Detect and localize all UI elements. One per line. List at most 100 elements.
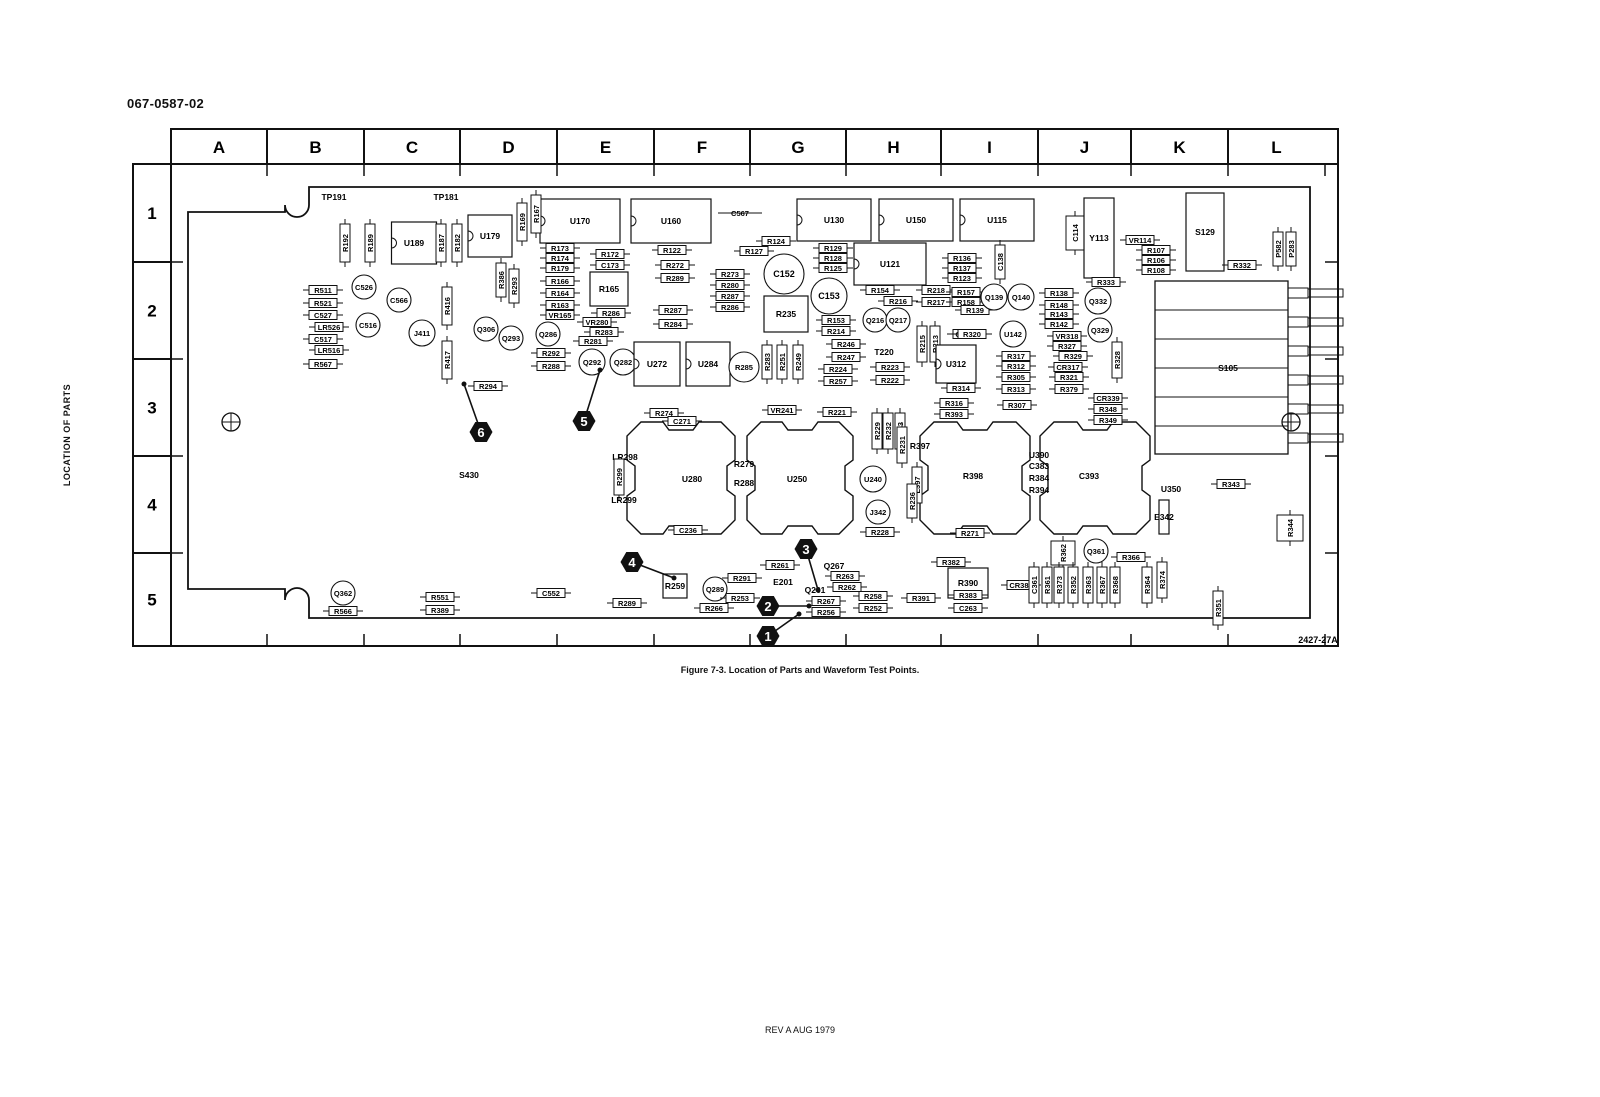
component-label: R153 — [827, 316, 845, 325]
mounting-hole-icon — [221, 412, 241, 432]
component-c552: C552 — [531, 588, 571, 598]
component-r252: R252 — [853, 603, 893, 613]
component-r163: R163 — [540, 300, 580, 310]
component-label: R551 — [431, 593, 449, 602]
component-r274: R274 — [644, 408, 684, 418]
component-label: R312 — [1007, 362, 1025, 371]
component-r397: R397 — [910, 441, 931, 451]
row-label-1: 1 — [147, 204, 156, 223]
component-r321: R321 — [1049, 372, 1089, 382]
component-label: R316 — [945, 399, 963, 408]
component-label: R521 — [314, 299, 332, 308]
component-r279: R279 — [734, 459, 755, 469]
component-label: U179 — [480, 231, 501, 241]
component-label: R125 — [824, 264, 842, 273]
component-label: VR318 — [1056, 332, 1079, 341]
component-vr165: VR165 — [540, 310, 580, 320]
component-label: VR114 — [1129, 236, 1152, 245]
component-r179: R179 — [540, 263, 580, 273]
component-j411: J411 — [408, 319, 436, 347]
component-label: U280 — [682, 474, 703, 484]
test-point-hexagon-icon — [572, 411, 596, 431]
component-r154: R154 — [860, 285, 900, 295]
component-r123: R123 — [942, 273, 982, 283]
component-label: R231 — [898, 436, 907, 454]
component-r299: R299 — [613, 454, 625, 500]
component-r416: R416 — [441, 282, 453, 330]
component-r153: R153 — [816, 315, 856, 325]
hybrid-package — [746, 421, 854, 535]
figure-caption: Figure 7-3. Location of Parts and Wavefo… — [680, 665, 920, 675]
component-r235: R235 — [763, 295, 809, 333]
component-r329: R329 — [1053, 351, 1093, 361]
component-label: R216 — [889, 297, 907, 306]
component-q329: Q329 — [1087, 317, 1113, 343]
component-label: U121 — [880, 259, 901, 269]
column-grid — [266, 129, 1229, 164]
drawing-number: 2427-27A — [1298, 635, 1338, 645]
component-r551: R551 — [420, 592, 460, 602]
component-r229: R229 — [871, 408, 883, 454]
component-s430: S430 — [459, 470, 479, 480]
component-label: R320 — [963, 330, 981, 339]
component-label: R333 — [1097, 278, 1115, 287]
component-label: E342 — [1154, 512, 1174, 522]
component-label: R288 — [542, 362, 560, 371]
component-label: C236 — [679, 526, 697, 535]
component-q216: Q216 — [862, 307, 888, 333]
component-label: S430 — [459, 470, 479, 480]
test-point-number: 1 — [764, 629, 771, 644]
component-tp181: TP181 — [433, 192, 458, 202]
component-label: R236 — [908, 492, 917, 510]
component-r314: R314 — [941, 383, 981, 393]
component-r246: R246 — [826, 339, 866, 349]
component-label: R273 — [721, 270, 739, 279]
component-r223: R223 — [870, 362, 910, 372]
component-label: R511 — [314, 286, 332, 295]
component-label: C271 — [673, 417, 691, 426]
component-p582: P582 — [1272, 227, 1284, 271]
test-point-number: 4 — [628, 555, 636, 570]
test-point-number: 3 — [802, 542, 809, 557]
component-label: R299 — [615, 468, 624, 486]
component-r394: R394 — [1029, 485, 1050, 495]
component-q217: Q217 — [885, 307, 911, 333]
component-u130: U130 — [796, 198, 872, 242]
component-label: R294 — [479, 382, 498, 391]
component-u115: U115 — [959, 198, 1035, 242]
test-point-4: 4 — [620, 552, 677, 581]
component-label: R386 — [497, 271, 506, 289]
component-label: CR381 — [1009, 581, 1032, 590]
component-r267: R267 — [806, 596, 846, 606]
component-label: U284 — [698, 359, 719, 369]
component-r271: R271 — [950, 528, 990, 538]
component-label: R217 — [927, 298, 945, 307]
component-tp191: TP191 — [321, 192, 346, 202]
component-r148: R148 — [1039, 300, 1079, 310]
component-label: R281 — [584, 337, 602, 346]
component-label: E201 — [773, 577, 793, 587]
component-label: LR299 — [611, 495, 637, 505]
test-point-number: 6 — [477, 425, 484, 440]
component-c114: C114 — [1065, 211, 1085, 255]
component-label: R129 — [824, 244, 842, 253]
component-r213: R213 — [929, 321, 941, 367]
component-q139: Q139 — [980, 283, 1008, 311]
component-label: R394 — [1029, 485, 1050, 495]
component-label: R283 — [595, 328, 613, 337]
component-label: R362 — [1059, 544, 1068, 562]
component-label: R416 — [443, 297, 452, 315]
component-label: R229 — [873, 422, 882, 440]
component-label: J342 — [870, 508, 887, 517]
mounting-hole-icon-right — [1281, 412, 1301, 432]
component-r257: R257 — [818, 376, 858, 386]
hybrid-package — [919, 421, 1031, 535]
component-label: R164 — [551, 289, 570, 298]
component-label: R213 — [931, 335, 940, 353]
component-r344: R344 — [1276, 510, 1304, 546]
component-r288: R288 — [734, 478, 755, 488]
component-label: C173 — [601, 261, 619, 270]
component-r367: R367 — [1096, 562, 1108, 608]
component-label: R138 — [1050, 289, 1068, 298]
